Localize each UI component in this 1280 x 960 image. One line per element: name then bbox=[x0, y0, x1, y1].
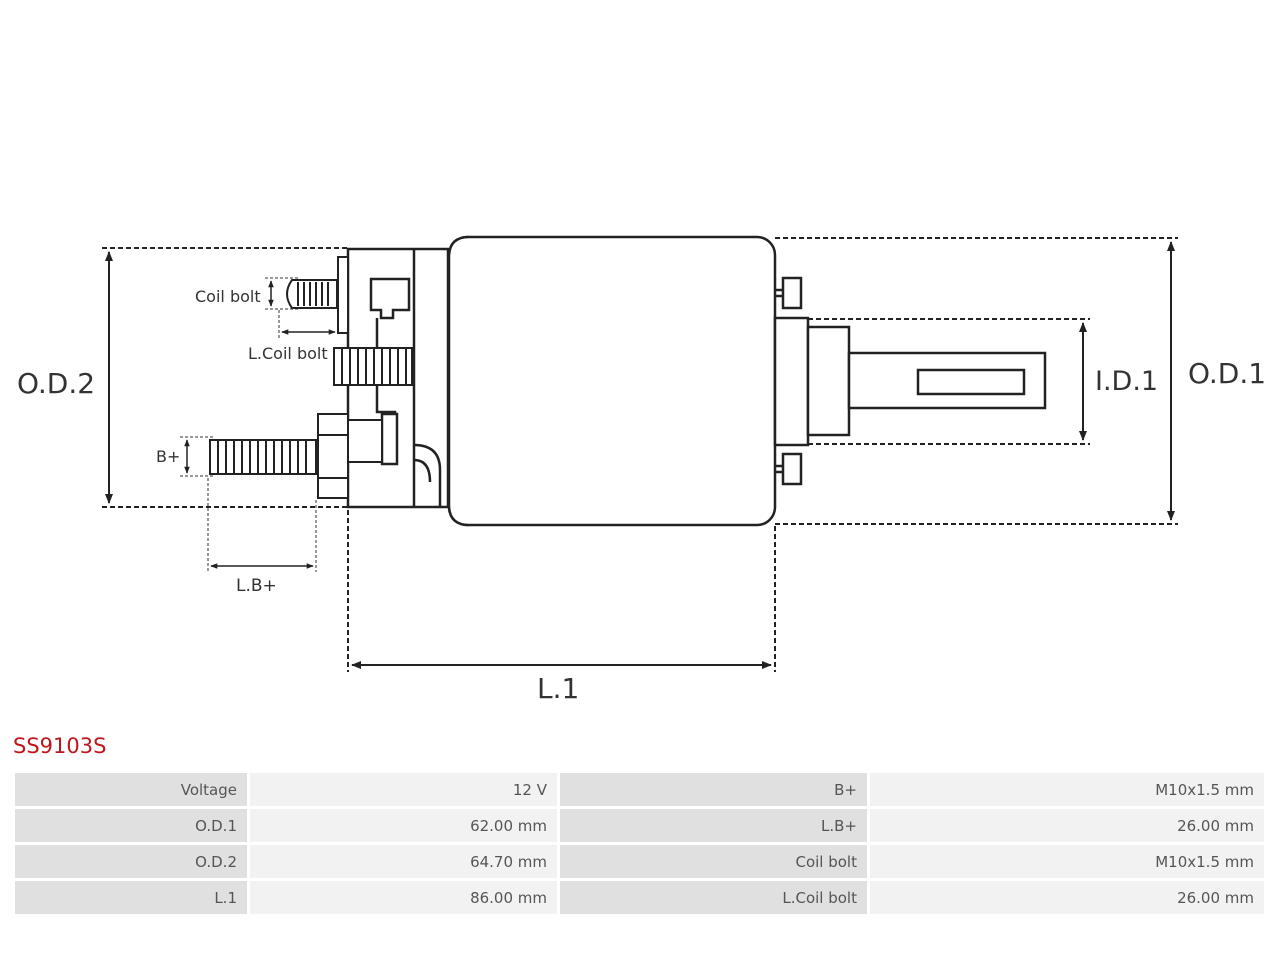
spec-value: M10x1.5 mm bbox=[870, 845, 1264, 878]
od1-label: O.D.1 bbox=[1188, 357, 1266, 390]
spec-table: Voltage 12 V B+ M10x1.5 mm O.D.1 62.00 m… bbox=[12, 770, 1267, 917]
table-row: O.D.2 64.70 mm Coil bolt M10x1.5 mm bbox=[15, 845, 1264, 878]
spec-label: B+ bbox=[560, 773, 867, 806]
spec-label: L.B+ bbox=[560, 809, 867, 842]
b-plus-bolt bbox=[209, 413, 383, 499]
l-coil-bolt-label: L.Coil bolt bbox=[248, 344, 328, 363]
spec-label: L.1 bbox=[15, 881, 247, 914]
coil-bolt-label: Coil bolt bbox=[195, 287, 261, 306]
table-row: Voltage 12 V B+ M10x1.5 mm bbox=[15, 773, 1264, 806]
coil-bolt bbox=[286, 256, 349, 334]
middle-bolt bbox=[333, 347, 413, 386]
spec-value: 62.00 mm bbox=[250, 809, 557, 842]
small-extension-lines bbox=[180, 277, 317, 572]
id1-label: I.D.1 bbox=[1095, 366, 1158, 397]
l-b-plus-label: L.B+ bbox=[236, 576, 277, 596]
spec-value: 64.70 mm bbox=[250, 845, 557, 878]
od2-label: O.D.2 bbox=[17, 367, 95, 400]
l1-label: L.1 bbox=[537, 672, 579, 705]
spec-label: Voltage bbox=[15, 773, 247, 806]
spec-label: L.Coil bolt bbox=[560, 881, 867, 914]
spec-label: O.D.2 bbox=[15, 845, 247, 878]
solenoid-dimension-diagram: Coil bolt L.Coil bolt O.D.2 B+ L.B+ L.1 … bbox=[17, 235, 1266, 705]
b-plus-label: B+ bbox=[156, 447, 180, 466]
spec-value: 26.00 mm bbox=[870, 881, 1264, 914]
plunger bbox=[773, 276, 1047, 486]
part-number: SS9103S bbox=[13, 734, 107, 758]
spec-value: 86.00 mm bbox=[250, 881, 557, 914]
spec-value: 26.00 mm bbox=[870, 809, 1264, 842]
spec-value: M10x1.5 mm bbox=[870, 773, 1264, 806]
spec-value: 12 V bbox=[250, 773, 557, 806]
table-row: O.D.1 62.00 mm L.B+ 26.00 mm bbox=[15, 809, 1264, 842]
dimension-arrows bbox=[105, 241, 1175, 669]
small-dimension-arrows bbox=[184, 280, 336, 569]
solenoid-body bbox=[209, 235, 1047, 527]
spec-label: O.D.1 bbox=[15, 809, 247, 842]
main-can bbox=[447, 235, 777, 527]
spec-label: Coil bolt bbox=[560, 845, 867, 878]
extension-lines bbox=[102, 237, 1178, 672]
table-row: L.1 86.00 mm L.Coil bolt 26.00 mm bbox=[15, 881, 1264, 914]
